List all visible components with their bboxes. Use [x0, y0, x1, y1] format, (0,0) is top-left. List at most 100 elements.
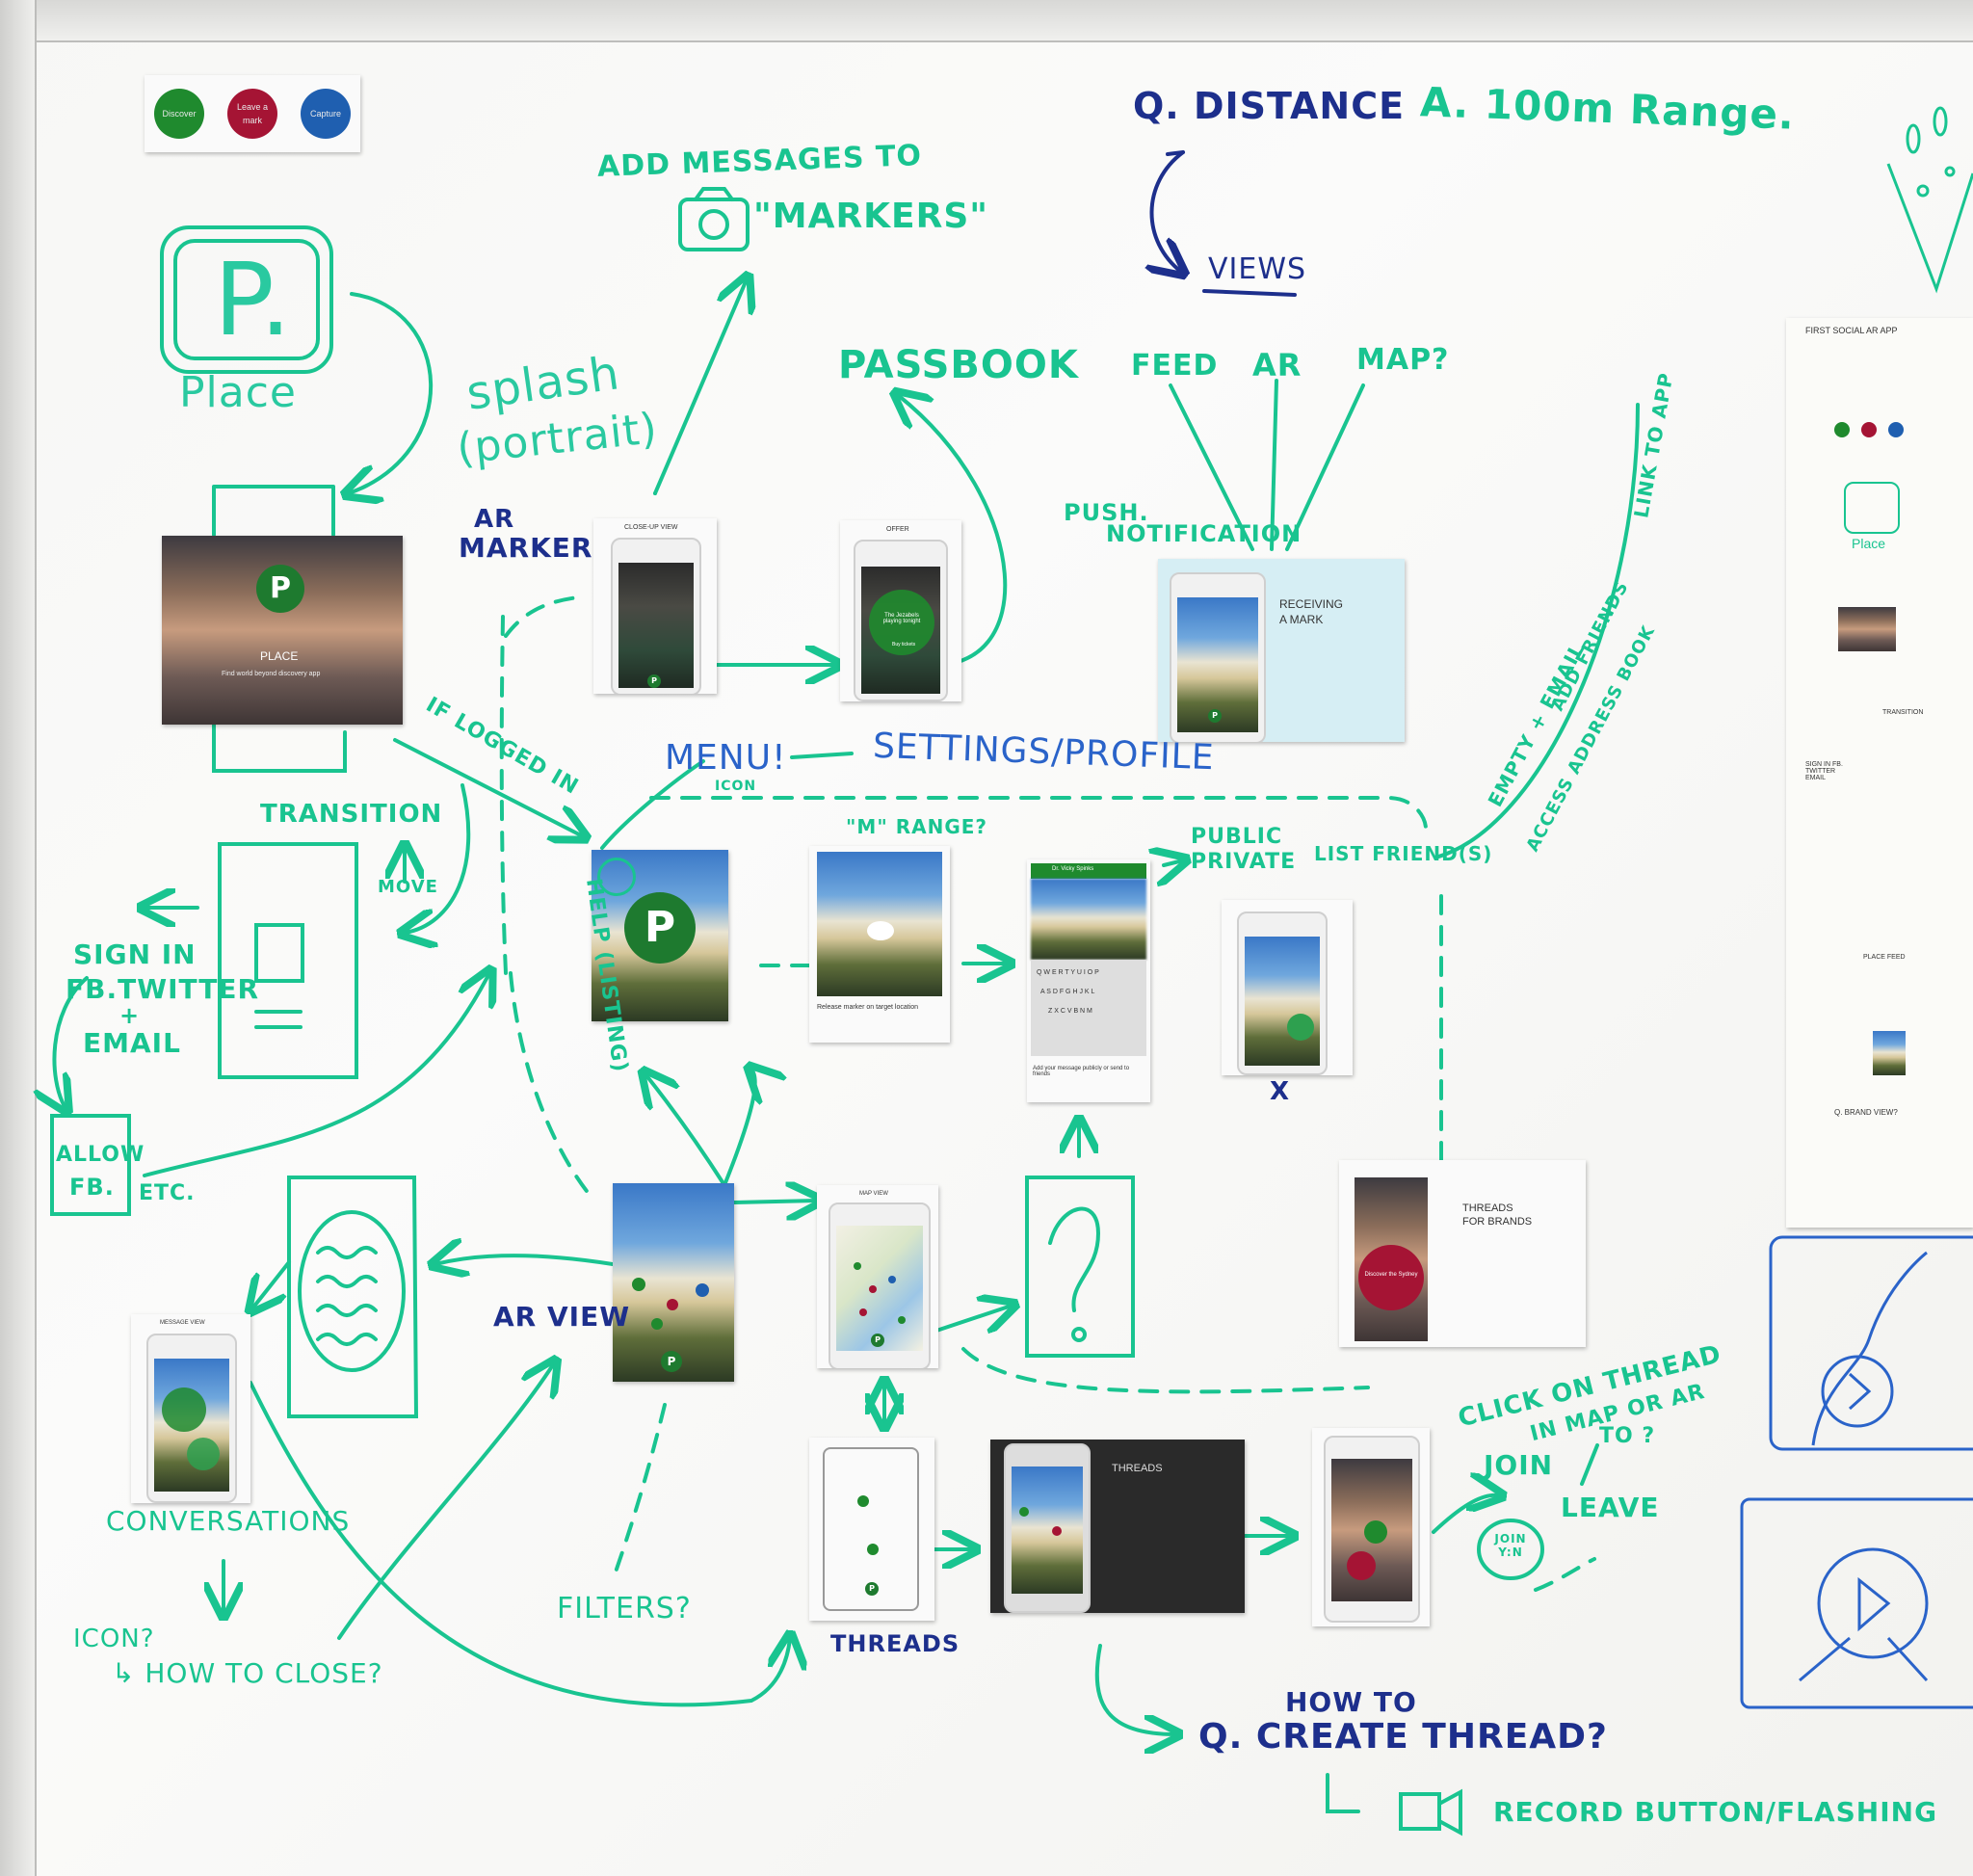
- record-button-drawing: [1399, 1792, 1441, 1831]
- ar-view-print: P: [613, 1183, 734, 1382]
- filters-note: FILTERS?: [557, 1592, 692, 1625]
- join-thread-print: [1312, 1428, 1430, 1626]
- ar-marker-note-2: MARKER: [459, 532, 593, 564]
- move-note: MOVE: [378, 877, 438, 897]
- side-flow-sheet: FIRST SOCIAL AR APP Place TRANSITION SIG…: [1786, 318, 1973, 1228]
- push-note: PUSH.: [1064, 499, 1149, 526]
- threads-for-brands-print: Discover the Sydney THREADS FOR BRANDS: [1339, 1160, 1586, 1347]
- passbook-note: PASSBOOK: [838, 343, 1079, 387]
- feed-note: FEED: [1131, 349, 1219, 383]
- receiving-title: RECEIVING: [1279, 597, 1344, 611]
- join-yn-note: JOIN Y:N: [1494, 1532, 1527, 1559]
- keyboard-row-2: A S D F G H J K L: [1040, 989, 1095, 995]
- allow-box: [50, 1114, 131, 1216]
- how-to-note: HOW TO: [1285, 1686, 1417, 1718]
- side-sketch-frame-1: [1769, 1235, 1973, 1451]
- map-view-title: MAP VIEW: [859, 1191, 888, 1197]
- legend-discover-dot: Discover: [154, 89, 204, 139]
- create-thread-question: Q. CREATE THREAD?: [1198, 1717, 1608, 1757]
- list-friends-note: LIST FRIEND(S): [1314, 842, 1493, 865]
- filter-sketch-box: [1025, 1176, 1135, 1358]
- splash-tagline: Find world beyond discovery app: [222, 671, 321, 677]
- keyboard-row-3: Z X C V B N M: [1048, 1008, 1092, 1015]
- sign-in-networks-note: FB.TWITTER: [66, 973, 260, 1005]
- closeup-title: CLOSE-UP VIEW: [624, 524, 678, 531]
- legend-capture-dot: Capture: [301, 89, 351, 139]
- place-logo-letter: P.: [214, 241, 293, 358]
- allow-note: ALLOW: [56, 1143, 145, 1167]
- notification-note: NOTIFICATION: [1106, 520, 1302, 547]
- menu-note: MENU!: [665, 738, 787, 778]
- how-to-close-note: ↳ HOW TO CLOSE?: [112, 1657, 383, 1689]
- ar-view-note: AR VIEW: [493, 1301, 631, 1333]
- offer-text: The Jezabels playing tonight: [882, 613, 921, 624]
- offer-title: OFFER: [886, 526, 909, 533]
- side-sheet-transition: TRANSITION: [1882, 709, 1924, 716]
- brands-title: THREADS: [1462, 1202, 1513, 1214]
- ar-view-pin-icon: P: [661, 1351, 682, 1372]
- main-place-pin-icon: P: [624, 892, 696, 964]
- m-range-note: "M" RANGE?: [846, 815, 988, 838]
- offer-print: OFFER The Jezabels playing tonight Buy t…: [840, 520, 961, 701]
- map-view-print: MAP VIEW P: [817, 1185, 938, 1368]
- keyboard-row-1: Q W E R T Y U I O P: [1037, 969, 1099, 976]
- camera-drawing: [678, 198, 750, 251]
- side-sheet-logo: Place: [1852, 536, 1886, 551]
- splash-arrow: [349, 292, 434, 493]
- allow-fb-note: FB.: [69, 1174, 115, 1201]
- leave-note: LEAVE: [1561, 1492, 1660, 1523]
- views-note: VIEWS: [1208, 252, 1307, 286]
- record-button-note: RECORD BUTTON/FLASHING: [1493, 1796, 1938, 1828]
- markers-note: "MARKERS": [753, 197, 989, 236]
- etc-note: ETC.: [139, 1181, 196, 1205]
- place-logo-text: Place: [179, 368, 297, 417]
- threads-photo-print: THREADS: [990, 1440, 1245, 1613]
- public-note: PUBLIC: [1191, 825, 1283, 849]
- threads-photo-title: THREADS: [1112, 1463, 1163, 1474]
- closeup-view-print: CLOSE-UP VIEW P: [593, 518, 717, 694]
- icon-note: ICON: [715, 779, 757, 794]
- receiving-mark-print: P RECEIVING A MARK: [1158, 559, 1405, 742]
- message-view-title: MESSAGE VIEW: [160, 1320, 205, 1326]
- transition-note: TRANSITION: [260, 800, 443, 829]
- transition-box: [218, 842, 358, 1079]
- ar-marker-note: AR: [474, 505, 515, 534]
- side-sheet-title: FIRST SOCIAL AR APP: [1805, 326, 1898, 335]
- threads-note: THREADS: [830, 1630, 960, 1657]
- conversation-bubble-drawing: [298, 1210, 406, 1372]
- sign-in-note: SIGN IN: [73, 938, 197, 970]
- compose-caption: Add your message publicly or send to fri…: [1033, 1066, 1130, 1077]
- color-legend-card: Discover Leave a mark Capture: [145, 75, 360, 152]
- x-mark: X: [1270, 1077, 1291, 1106]
- sign-in-plus: +: [119, 1002, 141, 1029]
- brands-subtitle: FOR BRANDS: [1462, 1216, 1533, 1228]
- splash-place-pin-icon: P: [256, 565, 304, 613]
- brands-badge: Discover the Sydney: [1364, 1272, 1418, 1278]
- compose-message-print: Dr. Vicky Spinks Q W E R T Y U I O P A S…: [1027, 859, 1150, 1102]
- compose-user: Dr. Vicky Spinks: [1052, 866, 1094, 872]
- map-note: MAP?: [1356, 343, 1450, 377]
- menu-icon: [597, 858, 636, 896]
- place-logo-outline: [160, 225, 333, 374]
- icon-question-note: ICON?: [73, 1625, 155, 1653]
- release-marker-print: Release marker on target location: [809, 846, 950, 1043]
- whiteboard-frame-left: [0, 0, 37, 1876]
- release-caption: Release marker on target location: [817, 1004, 919, 1011]
- private-note: PRIVATE: [1191, 850, 1297, 874]
- receiving-subtitle: A MARK: [1279, 613, 1324, 626]
- splash-brand-text: PLACE: [260, 649, 299, 663]
- sign-in-email-note: EMAIL: [83, 1027, 181, 1059]
- join-note: JOIN: [1484, 1449, 1554, 1481]
- conversations-note: CONVERSATIONS: [106, 1505, 351, 1537]
- message-view-print: MESSAGE VIEW: [131, 1314, 250, 1503]
- main-place-screen-print: P: [592, 850, 728, 1021]
- offer-button: Buy tickets: [892, 642, 916, 647]
- splash-screen-print: P PLACE Find world beyond discovery app: [162, 536, 403, 725]
- distance-question: Q. DISTANCE: [1133, 85, 1406, 127]
- keyboard: [1031, 960, 1146, 1056]
- friend-list-print: [1222, 900, 1353, 1075]
- side-sheet-sign-in: SIGN IN FB. TWITTER EMAIL: [1805, 761, 1843, 781]
- side-sketch-frame-2: [1740, 1497, 1973, 1709]
